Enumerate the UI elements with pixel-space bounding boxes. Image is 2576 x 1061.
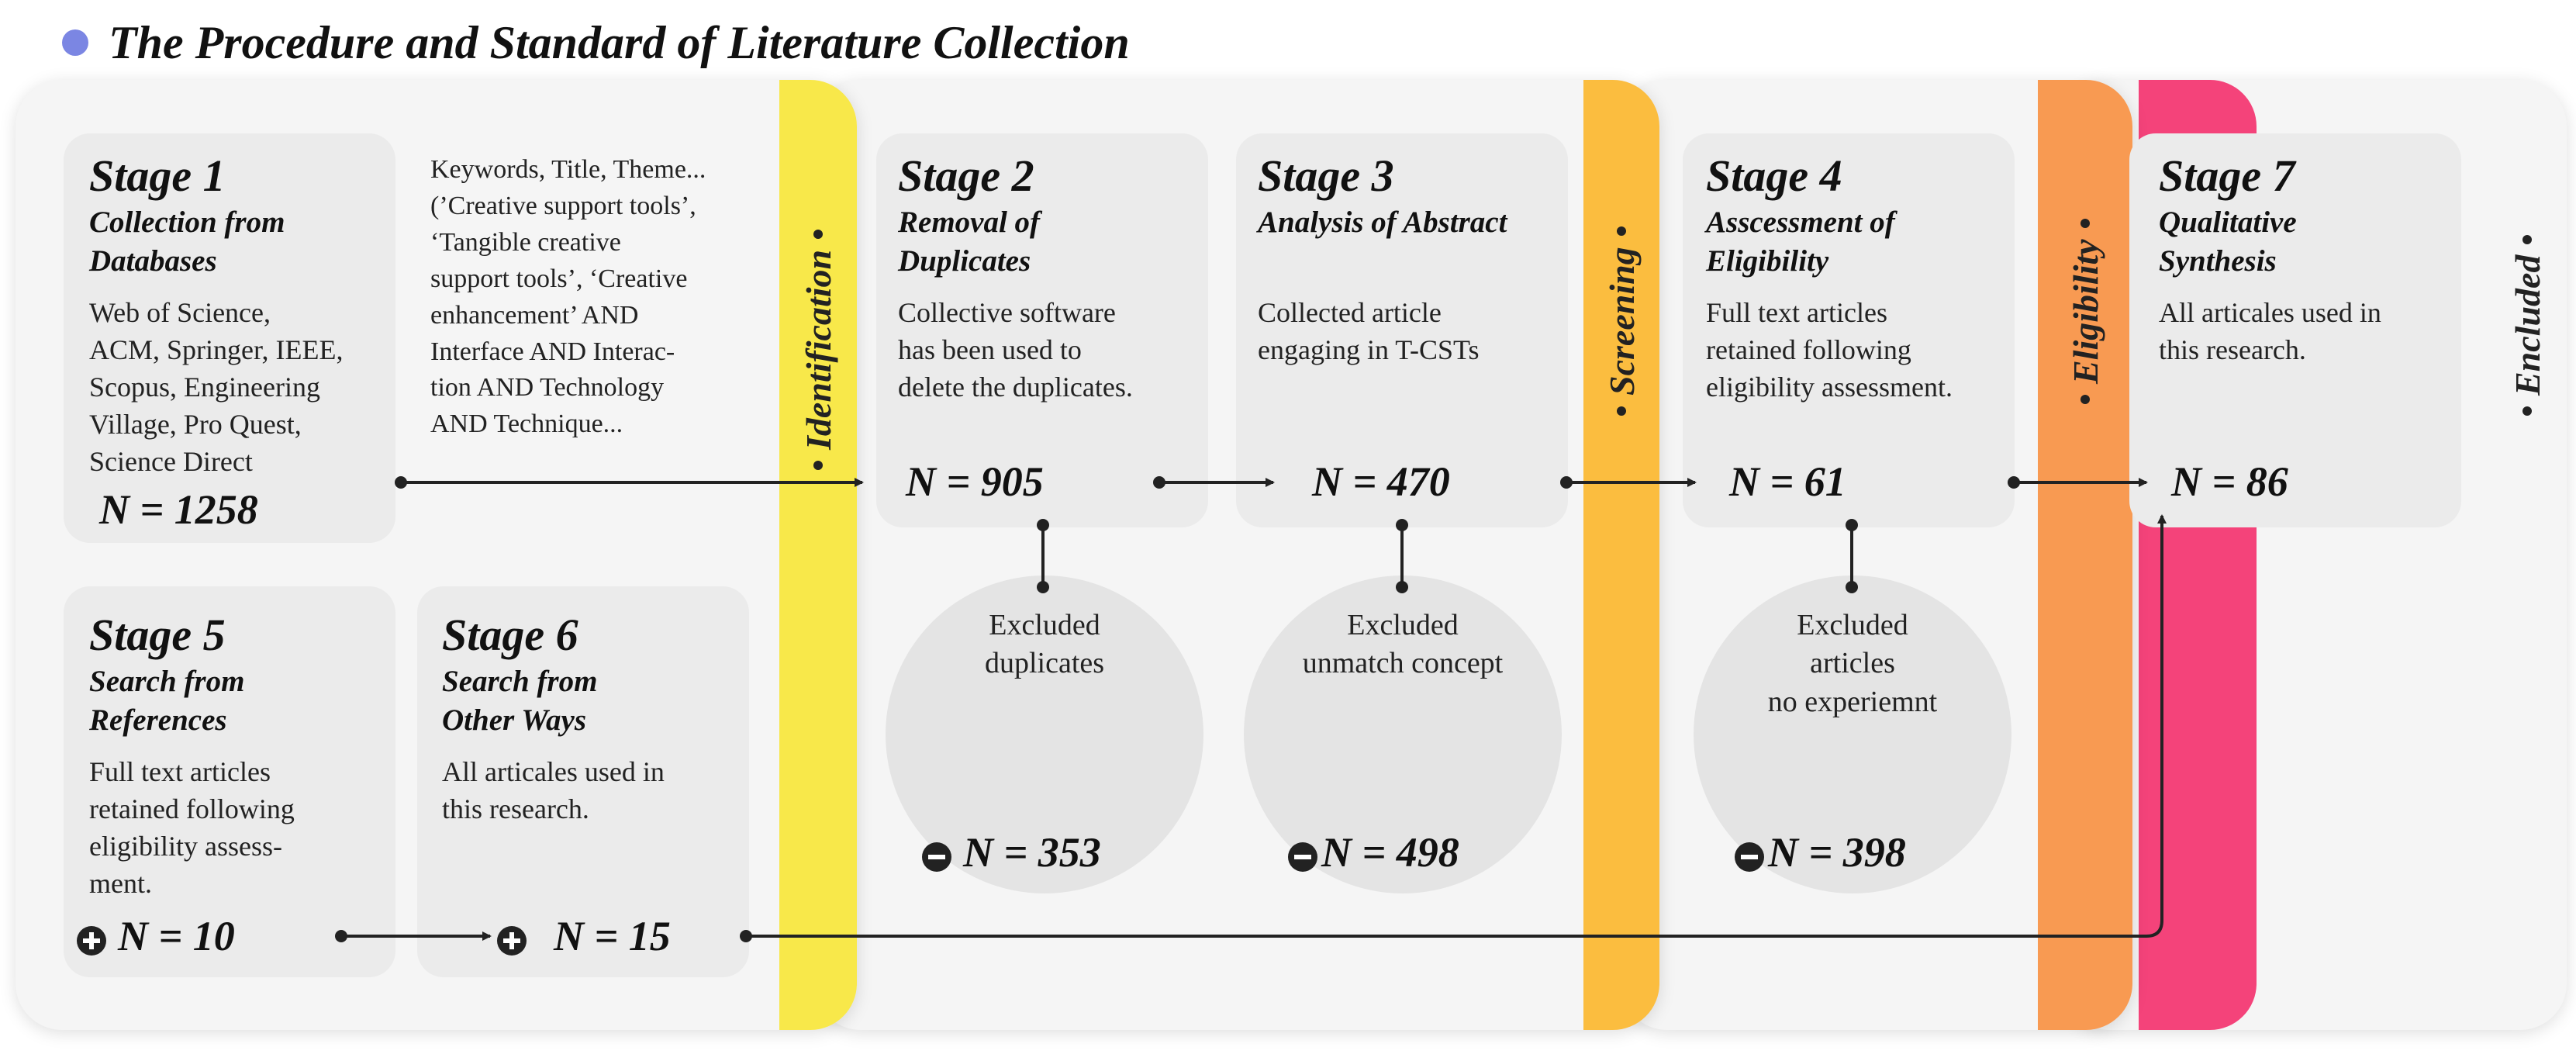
stage-5-box xyxy=(64,586,395,977)
stage-5-subtitle: Search from References xyxy=(89,665,245,737)
stage-1-title: Stage 1 xyxy=(89,150,226,201)
stage-6-subtitle: Search from Other Ways xyxy=(442,665,598,737)
stage-5-title: Stage 5 xyxy=(89,610,226,660)
stage-3-subtitle: Analysis of Abstract xyxy=(1258,206,1507,239)
excluded-circle-stage-4 xyxy=(1694,575,2011,893)
stage-5-body: Full text articles retained following el… xyxy=(89,756,295,899)
stage-1-box xyxy=(64,133,395,543)
stage-6-box xyxy=(417,586,749,977)
stage-2-box xyxy=(876,133,1208,527)
stage-3-body: Collected article engaging in T-CSTs xyxy=(1258,297,1480,365)
excluded-circle-stage-3 xyxy=(1244,575,1562,893)
diagram-title-row: The Procedure and Standard of Literature… xyxy=(62,8,1130,78)
plus-icon xyxy=(497,925,527,956)
stage-4-subtitle: Asscessment of Eligibility xyxy=(1706,206,1895,278)
excluded-stage-4-count: N = 398 xyxy=(1734,831,1906,873)
stage-4-body: Full text articles retained following el… xyxy=(1706,297,1953,403)
eligibility-band xyxy=(2038,80,2132,1030)
stage-1-count: N = 1258 xyxy=(99,486,258,533)
stage-2-subtitle: Removal of Duplicates xyxy=(898,206,1041,278)
minus-icon xyxy=(922,842,951,872)
screening-band xyxy=(1583,80,1659,1030)
search-keywords: Keywords, Title, Theme... (’Creative sup… xyxy=(430,155,706,439)
stage-6-title: Stage 6 xyxy=(442,610,578,660)
minus-icon xyxy=(1735,842,1764,872)
excluded-stage-3-count: N = 498 xyxy=(1287,831,1459,873)
stage-6-count: N = 15 xyxy=(496,915,671,957)
stage-4-count: N = 61 xyxy=(1729,458,1846,505)
stage-7-title: Stage 7 xyxy=(2159,150,2295,201)
stage-7-subtitle: Qualitative Synthesis xyxy=(2159,206,2297,278)
title-bullet-icon xyxy=(62,29,88,56)
stage-6-body: All articales used in this research. xyxy=(442,756,665,824)
stage-2-title: Stage 2 xyxy=(898,150,1034,201)
stage-1-subtitle: Collection from Databases xyxy=(89,206,285,278)
stage-2-body: Collective software has been used to del… xyxy=(898,297,1133,403)
excluded-circle-stage-2 xyxy=(886,575,1203,893)
excluded-stage-2-label: Excluded duplicates xyxy=(984,609,1105,680)
excluded-stage-2-count: N = 353 xyxy=(921,831,1101,873)
stage-4-box xyxy=(1683,133,2015,527)
stage-7-body: All articales used in this research. xyxy=(2159,297,2381,365)
stage-1-body: Web of Science, ACM, Springer, IEEE, Sco… xyxy=(89,297,344,477)
excluded-stage-3-label: Excluded unmatch concept xyxy=(1302,609,1504,680)
excluded-stage-4-label: Excluded articles no experiemnt xyxy=(1767,609,1938,718)
stage-4-title: Stage 4 xyxy=(1706,150,1842,201)
arrow-stage6-to-stage7 xyxy=(746,514,2167,938)
stage-7-box xyxy=(2129,133,2461,527)
stage-3-box xyxy=(1236,133,1568,527)
minus-icon xyxy=(1288,842,1317,872)
plus-icon xyxy=(77,925,106,956)
stage-7-count: N = 86 xyxy=(2171,458,2288,505)
stage-5-count: N = 10 xyxy=(76,915,235,957)
stage-2-count: N = 905 xyxy=(906,458,1044,505)
stage-3-title: Stage 3 xyxy=(1258,150,1394,201)
stage-3-count: N = 470 xyxy=(1312,458,1450,505)
diagram-title: The Procedure and Standard of Literature… xyxy=(109,16,1130,68)
